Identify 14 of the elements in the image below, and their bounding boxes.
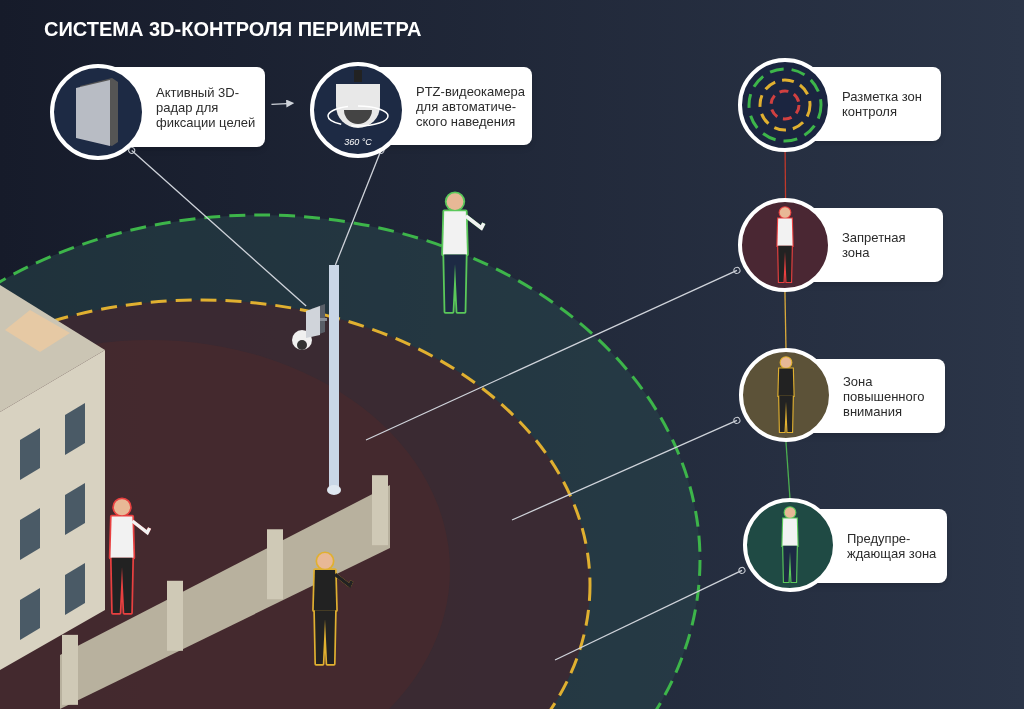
leader-line (784, 291, 787, 349)
leader-line (785, 441, 791, 499)
title: СИСТЕМА 3D-КОНТРОЛЯ ПЕРИМЕТРА (44, 17, 422, 42)
leader-line (784, 151, 787, 199)
leader-line (128, 146, 307, 307)
card-text: Разметка зон контроля (842, 89, 922, 119)
card-text: PTZ-видеокамера для автоматиче- ского наведения (416, 83, 526, 129)
arrow (270, 99, 295, 108)
card-text: Зона повышенного внимания (843, 373, 926, 419)
rotation-label: 360 °C (343, 136, 373, 149)
leader-line (511, 416, 741, 521)
card-text: Запретная зона (842, 230, 907, 260)
card-text: Предупре- ждающая зона (847, 531, 938, 561)
card-text: Активный 3D-радар для фиксации целей (156, 84, 257, 130)
